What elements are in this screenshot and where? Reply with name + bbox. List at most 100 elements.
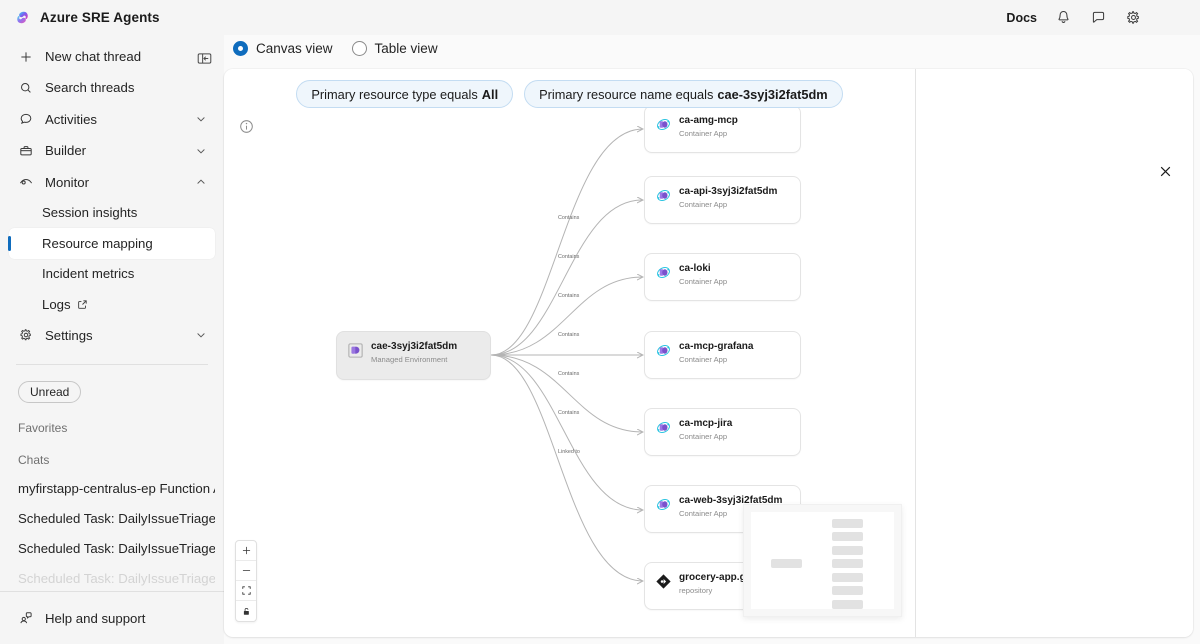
chevron-up-icon [194,176,207,189]
filter-chip-prefix: Primary resource type equals [311,86,478,102]
graph-node-ca-amg-mcp[interactable]: ca-amg-mcp Container App [644,105,801,153]
node-subtitle: Container App [679,277,728,286]
graph-node-ca-mcp-grafana[interactable]: ca-mcp-grafana Container App [644,331,801,379]
chat-bubble-icon [17,111,34,128]
filter-chip-prefix: Primary resource name equals [539,86,714,102]
unread-filter-chip[interactable]: Unread [18,380,82,404]
zoom-in-button[interactable] [236,541,256,561]
briefcase-icon [17,142,34,159]
sidebar-item-resource-mapping[interactable]: Resource mapping [8,228,215,259]
chat-thread-list: myfirstapp-centralus-ep Function A... Sc… [0,473,224,591]
graph-node-ca-mcp-jira[interactable]: ca-mcp-jira Container App [644,408,801,456]
node-text: cae-3syj3i2fat5dm Managed Environment [371,341,457,365]
sidebar-item-label: Builder [45,143,87,159]
node-text: grocery-app.git repository [679,572,752,596]
radio-label: Table view [374,41,438,56]
filter-chip-resource-type[interactable]: Primary resource type equals All [296,80,514,108]
sidebar-subitem-label: Logs [42,296,71,312]
collapse-sidebar-button[interactable] [193,47,215,69]
container-app-icon [655,116,672,133]
sidebar-item-label: Monitor [45,174,89,190]
node-subtitle: Container App [679,432,728,441]
sidebar-item-builder[interactable]: Builder [9,135,215,166]
svg-text:Linked to: Linked to [558,449,580,455]
sidebar-item-new-chat-thread[interactable]: New chat thread [9,41,215,72]
canvas-zoom-controls [235,540,257,622]
node-details-tooltip-skeleton [743,504,902,617]
header-actions: Docs [1006,9,1186,27]
radio-label: Canvas view [256,41,333,56]
skeleton-bar [832,519,863,528]
sidebar-item-settings[interactable]: Settings [9,319,215,350]
skeleton-bar [832,532,863,541]
eye-icon [17,174,34,191]
svg-text:Contains: Contains [558,254,580,260]
node-title: ca-amg-mcp [679,115,738,126]
fit-view-button[interactable] [236,581,256,601]
skeleton-inner [751,512,894,609]
sidebar-item-label: Activities [45,111,98,127]
node-title: cae-3syj3i2fat5dm [371,341,458,352]
skeleton-bar [832,586,863,595]
sidebar-item-logs[interactable]: Logs [9,289,215,319]
node-subtitle: Container App [679,509,728,518]
filter-chip-resource-name[interactable]: Primary resource name equals cae-3syj3i2… [524,80,843,108]
sidebar-item-label: New chat thread [45,49,142,65]
docs-link[interactable]: Docs [1006,10,1037,25]
node-text: ca-mcp-jira Container App [679,418,732,442]
graph-node-ca-api[interactable]: ca-api-3syj3i2fat5dm Container App [644,176,801,224]
sidebar-item-session-insights[interactable]: Session insights [9,198,215,228]
git-repository-icon [655,573,672,590]
plus-icon [17,48,34,65]
graph-node-root[interactable]: cae-3syj3i2fat5dm Managed Environment [336,331,491,380]
sidebar-subitem-label: Resource mapping [42,235,153,251]
search-icon [17,79,34,96]
svg-text:Contains: Contains [558,332,580,338]
chevron-down-icon [194,144,207,157]
node-title: ca-mcp-grafana [679,341,754,352]
graph-node-ca-loki[interactable]: ca-loki Container App [644,253,801,301]
container-app-icon [655,187,672,204]
sidebar-item-label: Help and support [45,610,146,626]
radio-canvas-view[interactable]: Canvas view [233,41,333,56]
lock-button[interactable] [236,601,256,621]
managed-environment-icon [347,342,364,359]
app-header: Azure SRE Agents Docs [0,0,1200,35]
svg-text:Contains: Contains [558,293,580,299]
sidebar-item-help-and-support[interactable]: Help and support [9,602,215,634]
node-title: ca-mcp-jira [679,418,733,429]
container-app-icon [655,496,672,513]
node-text: ca-mcp-grafana Container App [679,341,753,365]
filter-chip-value: cae-3syj3i2fat5dm [717,86,828,102]
close-icon[interactable] [1156,162,1174,180]
sidebar-footer: Help and support [0,591,224,644]
node-subtitle: Container App [679,129,728,138]
skeleton-bar [832,559,863,568]
filter-chip-value: All [481,86,499,102]
chevron-down-icon [194,329,207,342]
sidebar-item-activities[interactable]: Activities [9,104,215,135]
graph-canvas[interactable]: Contains Contains Contains Contains Cont… [224,69,915,637]
chat-icon[interactable] [1089,9,1107,27]
resource-detail-panel [916,69,1193,637]
brand: Azure SRE Agents [14,9,160,26]
node-title: ca-api-3syj3i2fat5dm [679,186,778,197]
skeleton-bar [832,600,863,609]
zoom-out-button[interactable] [236,561,256,581]
chat-thread-item[interactable]: Scheduled Task: DailyIssueTriager [18,570,215,586]
chat-thread-item[interactable]: Scheduled Task: DailyIssueTriager [18,540,215,556]
node-subtitle: Container App [679,355,728,364]
node-title: ca-web-3syj3i2fat5dm [679,495,783,506]
node-subtitle: Managed Environment [371,355,448,364]
bell-icon[interactable] [1054,9,1072,27]
sidebar-item-incident-metrics[interactable]: Incident metrics [9,259,215,289]
info-icon[interactable] [239,119,254,134]
radio-table-view[interactable]: Table view [351,41,438,56]
gear-icon[interactable] [1124,9,1142,27]
sidebar-subitem-label: Session insights [42,205,138,221]
chat-thread-item[interactable]: Scheduled Task: DailyIssueTriager [18,510,215,526]
chat-thread-item[interactable]: myfirstapp-centralus-ep Function A... [18,480,215,496]
sidebar-item-monitor[interactable]: Monitor [9,166,215,197]
container-app-icon [655,342,672,359]
sidebar-item-search-threads[interactable]: Search threads [9,72,215,103]
